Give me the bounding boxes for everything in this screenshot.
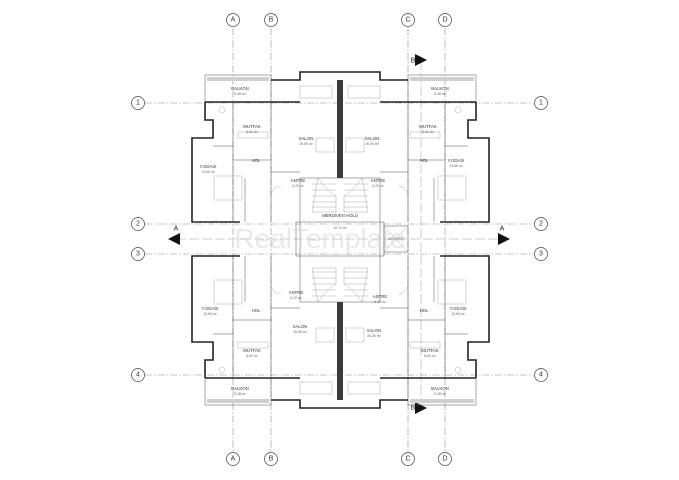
svg-text:6.22 m²: 6.22 m²	[374, 300, 386, 304]
elevator-shaft	[383, 225, 409, 253]
svg-text:8.62 m²: 8.62 m²	[246, 130, 258, 134]
room-yatak-tl: Y.ODASI	[200, 164, 217, 169]
room-antre-bl: ANTRE	[289, 290, 304, 295]
grid-label-a-bottom: A	[231, 456, 236, 463]
grid-label-3-right: 3	[539, 251, 543, 258]
room-antre-br: ANTRE	[373, 294, 388, 299]
svg-text:8.62 m²: 8.62 m²	[422, 130, 434, 134]
grid-label-4-right: 4	[539, 372, 543, 379]
svg-text:13.66 m²: 13.66 m²	[451, 312, 465, 316]
svg-text:5.48 m²: 5.48 m²	[434, 392, 446, 396]
room-antre-tr: ANTRE	[371, 178, 386, 183]
room-balkon-bl: BALKON	[231, 386, 248, 391]
grid-bubbles-bottom: A B C D	[226, 452, 452, 466]
room-yatak-tr: Y.ODASI	[448, 158, 465, 163]
stair-core: ASANSÖR MERDİVEN HOLÜ 10.74 m²	[295, 177, 409, 303]
svg-text:26.55 m²: 26.55 m²	[299, 142, 313, 146]
room-labels: SALON 26.55 m² MUTFAK 8.62 m² Y.ODASI 13…	[200, 86, 467, 396]
grid-label-d-top: D	[442, 17, 447, 24]
svg-text:13.66 m²: 13.66 m²	[449, 164, 463, 168]
room-yatak-br: Y.ODASI	[450, 306, 467, 311]
svg-text:26.55 m²: 26.55 m²	[367, 334, 381, 338]
room-hol-tr: HOL	[420, 158, 429, 163]
svg-text:A: A	[500, 226, 505, 233]
grid-label-d-bottom: D	[442, 456, 447, 463]
room-salon-bl: SALON	[293, 324, 308, 329]
grid-bubbles-right: 1 2 3 4	[534, 96, 548, 382]
svg-text:8.62 m²: 8.62 m²	[424, 354, 436, 358]
grid-label-2-right: 2	[539, 221, 543, 228]
svg-text:B: B	[411, 58, 416, 65]
svg-text:13.66 m²: 13.66 m²	[201, 170, 215, 174]
section-marker-a-right: A	[498, 226, 510, 245]
svg-text:B: B	[411, 405, 416, 412]
grid-label-3-left: 3	[136, 251, 140, 258]
room-balkon-tl: BALKON	[231, 86, 248, 91]
core-area: 10.74 m²	[333, 226, 347, 230]
room-mutfak-tl: MUTFAK	[243, 124, 261, 129]
room-mutfak-bl: MUTFAK	[243, 348, 261, 353]
svg-text:6.22 m²: 6.22 m²	[292, 184, 304, 188]
svg-text:8.62 m²: 8.62 m²	[246, 354, 258, 358]
room-balkon-tr: BALKON	[431, 86, 448, 91]
svg-text:5.48 m²: 5.48 m²	[234, 92, 246, 96]
room-salon-tl: SALON	[299, 136, 314, 141]
room-balkon-br: BALKON	[431, 386, 448, 391]
elevator-label: ASANSÖR	[388, 237, 404, 241]
room-hol-br: HOL	[420, 308, 429, 313]
room-hol-tl: HOL	[252, 158, 261, 163]
core-label: MERDİVEN HOLÜ	[322, 213, 358, 218]
room-hol-bl: HOL	[252, 308, 261, 313]
grid-label-b-top: B	[269, 17, 274, 24]
svg-text:A: A	[174, 226, 179, 233]
svg-text:13.66 m²: 13.66 m²	[203, 312, 217, 316]
svg-text:6.22 m²: 6.22 m²	[372, 184, 384, 188]
svg-text:26.55 m²: 26.55 m²	[293, 330, 307, 334]
room-mutfak-br: MUTFAK	[421, 348, 439, 353]
section-marker-a-left: A	[168, 226, 180, 245]
room-salon-tr: SALON	[365, 136, 380, 141]
svg-text:6.22 m²: 6.22 m²	[290, 296, 302, 300]
grid-label-b-bottom: B	[269, 456, 274, 463]
grid-label-4-left: 4	[136, 372, 140, 379]
grid-bubbles-top: A B C D	[226, 13, 452, 27]
room-salon-br: SALON	[367, 328, 382, 333]
grid-label-1-right: 1	[539, 100, 543, 107]
room-yatak-bl: Y.ODASI	[202, 306, 219, 311]
grid-label-c-bottom: C	[405, 456, 410, 463]
furniture	[213, 85, 467, 395]
grid-bubbles-left: 1 2 3 4	[131, 96, 145, 382]
room-mutfak-tr: MUTFAK	[419, 124, 437, 129]
svg-text:5.48 m²: 5.48 m²	[434, 92, 446, 96]
svg-text:26.55 m²: 26.55 m²	[365, 142, 379, 146]
grid-label-c-top: C	[405, 17, 410, 24]
svg-text:5.48 m²: 5.48 m²	[234, 392, 246, 396]
grid-label-a-top: A	[231, 17, 236, 24]
section-marker-b-bottom: B	[411, 402, 427, 414]
grid-label-2-left: 2	[136, 221, 140, 228]
grid-label-1-left: 1	[136, 100, 140, 107]
room-antre-tl: ANTRE	[291, 178, 306, 183]
building	[191, 71, 490, 409]
watermark-text: RealTemplate	[234, 223, 405, 254]
section-marker-b-top: B	[411, 54, 427, 66]
